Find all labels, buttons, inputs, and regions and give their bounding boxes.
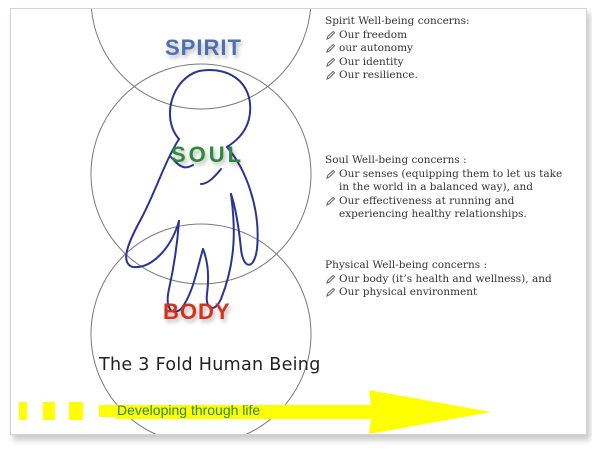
life-arrow [19,390,491,434]
diagram-title: The 3 Fold Human Being [99,355,321,375]
list-item-text: Our identity [339,55,404,68]
list-item-text: Our resilience. [339,69,418,81]
pencil-icon [326,30,335,40]
arrow-dash-1 [19,402,27,420]
spirit-concerns: Spirit Well-being concerns: Our freedom … [325,15,470,83]
arrow-body [115,390,491,434]
figure-left-arm [125,138,180,269]
list-item: our autonomy [325,42,470,56]
arrow-dash-3 [69,402,83,420]
list-item-text: Our freedom [339,28,408,41]
pencil-icon [326,169,335,179]
list-item-text: Our physical environment [339,286,478,298]
spirit-concerns-list: Our freedom our autonomy Our identity Ou… [325,29,470,83]
list-item-text: Our effectiveness at running and experie… [339,194,527,221]
figure-shoulders [170,156,222,185]
figure-right-leg [202,193,235,309]
spirit-concerns-heading: Spirit Well-being concerns: [325,15,470,27]
figure-right-arm [226,146,259,266]
figure-left-leg [166,220,204,313]
list-item-text: our autonomy [339,42,413,54]
list-item: Our senses (equipping them to let us tak… [325,168,575,195]
list-item: Our body (it’s health and wellness), and [325,273,575,287]
list-item: Our identity [325,56,470,70]
arrow-label: Developing through life [117,402,261,418]
diagram-frame: SPIRIT SOUL BODY The 3 Fold Human Being … [10,8,587,435]
soul-concerns: Soul Well-being concerns : Our senses (e… [325,154,575,222]
physical-concerns-list: Our body (it’s health and wellness), and… [325,273,575,300]
soul-concerns-heading: Soul Well-being concerns : [325,154,467,166]
body-circle [90,223,312,434]
list-item: Our freedom [325,29,470,43]
arrow-dash-2 [43,402,55,420]
list-item: Our resilience. [325,69,470,83]
list-item: Our physical environment [325,286,575,300]
physical-concerns-heading: Physical Well-being concerns : [325,259,487,271]
physical-concerns: Physical Well-being concerns : Our body … [325,259,575,300]
pencil-icon [326,288,335,297]
pencil-icon [326,44,335,53]
list-item: Our effectiveness at running and experie… [325,195,575,222]
figure-head [169,69,252,148]
human-figure [125,69,259,313]
three-fold-diagram [19,9,491,434]
body-label: BODY [163,299,231,324]
spirit-label: SPIRIT [165,35,242,60]
pencil-icon [326,196,335,206]
pencil-icon [326,274,335,284]
list-item-text: Our senses (equipping them to let us tak… [339,167,563,194]
soul-label: SOUL [171,142,245,167]
arrow-dash-4 [99,405,117,417]
spirit-circle [90,9,312,110]
pencil-icon [326,71,335,80]
list-item-text: Our body (it’s health and wellness), and [339,272,552,285]
soul-concerns-list: Our senses (equipping them to let us tak… [325,168,575,222]
soul-circle [90,63,312,285]
pencil-icon [326,57,335,67]
